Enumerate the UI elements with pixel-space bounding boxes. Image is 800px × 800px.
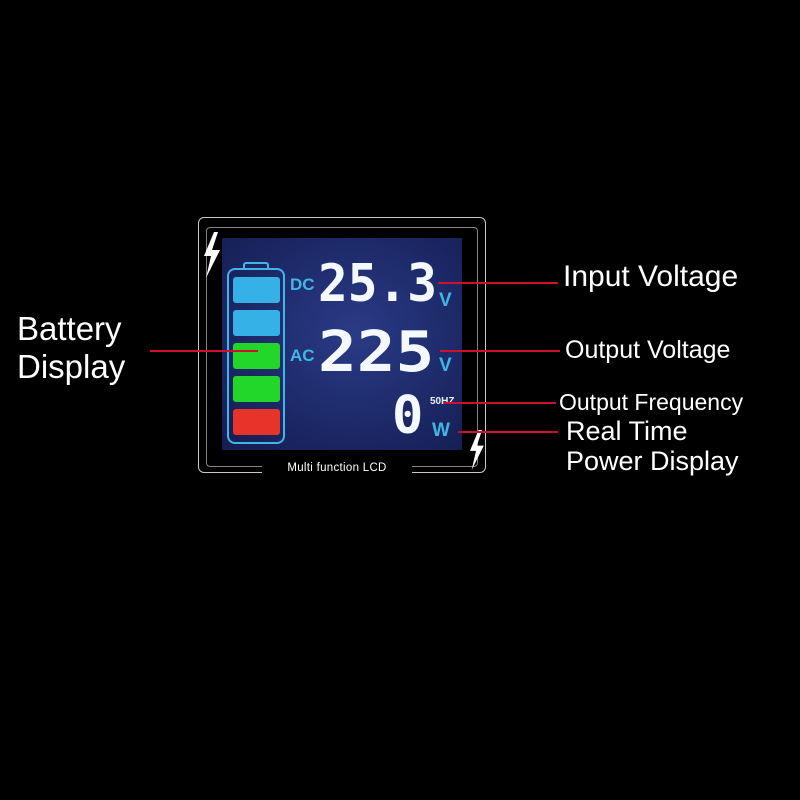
dc-label: DC <box>290 275 315 294</box>
ac-label: AC <box>290 346 315 365</box>
output-frequency-callout: Output Frequency <box>559 389 744 415</box>
device-caption: Multi function LCD <box>262 462 412 474</box>
battery-terminal <box>243 262 269 269</box>
output-voltage-callout: Output Voltage <box>565 336 731 364</box>
dc-unit: V <box>439 290 452 311</box>
callout-line-battery <box>150 350 258 352</box>
callout-line-output-frequency <box>444 402 556 404</box>
lightning-bolt-icon <box>469 430 484 470</box>
callout-line-input-voltage <box>438 282 558 284</box>
battery-cell <box>233 277 280 303</box>
real-time-power-callout: Real Time Power Display <box>566 416 739 476</box>
callout-line-output-voltage <box>440 350 560 352</box>
lightning-bolt-icon <box>204 232 220 278</box>
power-value: 0 <box>392 386 424 446</box>
dc-voltage-value: 25.3 <box>318 254 437 314</box>
callout-line-real-time-power <box>458 431 558 433</box>
frequency-value: 50HZ <box>430 396 455 407</box>
battery-cell <box>233 409 280 435</box>
battery-cell <box>233 376 280 402</box>
ac-voltage-value: 225 <box>318 320 435 385</box>
battery-cell <box>233 343 280 369</box>
input-voltage-callout: Input Voltage <box>563 260 739 293</box>
power-unit: W <box>432 420 450 441</box>
ac-unit: V <box>439 355 452 376</box>
battery-display-callout: Battery Display <box>17 310 126 385</box>
battery-cell <box>233 310 280 336</box>
battery-indicator <box>227 268 285 444</box>
